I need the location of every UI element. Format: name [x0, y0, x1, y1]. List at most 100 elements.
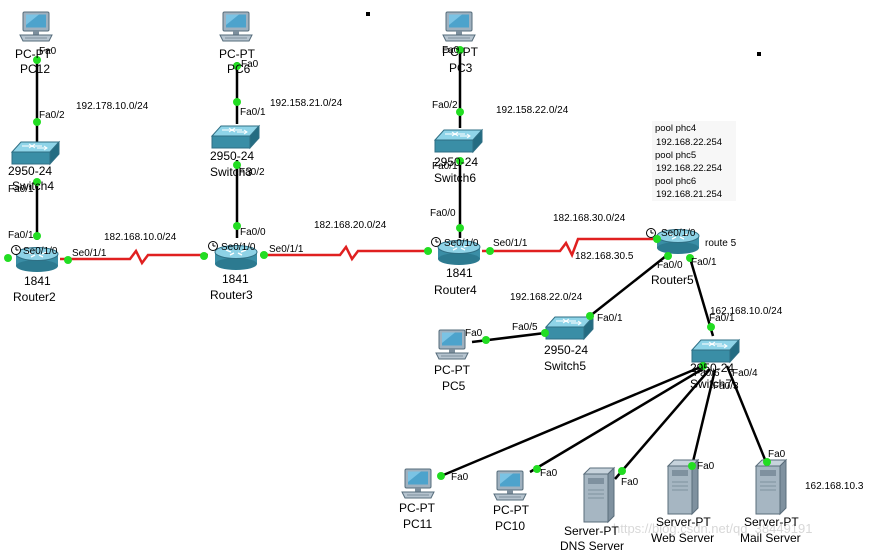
pc10-device[interactable]	[493, 470, 527, 501]
pc6-device[interactable]	[219, 11, 253, 42]
switch5-device[interactable]	[545, 316, 594, 340]
clock-icon	[208, 241, 218, 251]
mail-server-device[interactable]	[755, 459, 787, 515]
port-label: Se0/1/1	[493, 238, 528, 249]
pc12-name-label: PC12	[20, 62, 50, 76]
dns-name-label: DNS Server	[560, 539, 624, 550]
port-label: Fa0	[768, 449, 786, 460]
port-label: Fa0	[241, 59, 259, 70]
pc11-device[interactable]	[401, 468, 435, 499]
stray-dot	[757, 52, 761, 56]
port-dot	[686, 254, 694, 262]
pc5-device[interactable]	[435, 329, 469, 360]
switch3-device[interactable]	[211, 125, 260, 149]
port-label: Se0/1/1	[269, 244, 304, 255]
port-dot	[233, 161, 241, 169]
port-dot	[4, 254, 12, 262]
port-label: Fa0/6	[694, 368, 720, 379]
link-switch7-pc11[interactable]	[440, 364, 704, 478]
stray-dot	[366, 12, 370, 16]
port-dot	[653, 235, 661, 243]
port-label: Fa0/1	[8, 230, 34, 241]
clock-icon	[431, 237, 441, 247]
router3-model-label: 1841	[222, 272, 249, 286]
port-label: Se0/1/1	[72, 248, 107, 259]
device-labels: PC-PT PC12 PC-PT PC6 PC-PT PC3 2950-24 S…	[8, 45, 801, 550]
port-dot	[233, 222, 241, 230]
switch7-name-label: Switch7	[690, 377, 732, 391]
port-dot	[707, 323, 715, 331]
switch4-model-label: 2950-24	[8, 164, 52, 178]
router3-name-label: Router3	[210, 288, 253, 302]
switch7-device[interactable]	[691, 339, 740, 363]
link-switch7-web[interactable]	[689, 369, 717, 471]
port-label: Fa0/0	[430, 208, 456, 219]
port-dot	[33, 178, 41, 186]
port-dot	[437, 472, 445, 480]
port-dot	[33, 56, 41, 64]
link-router2-router3-serial[interactable]	[60, 248, 208, 266]
pool-note-line: 192.168.22.254	[656, 163, 722, 174]
link-switch7-mail[interactable]	[725, 365, 768, 463]
network-label: 182.168.30.0/24	[553, 213, 626, 224]
port-label: Fa0/3	[713, 381, 739, 392]
port-label: Fa0/2	[239, 167, 265, 178]
link-switch7-pc10[interactable]	[529, 365, 707, 474]
clock-icon	[11, 245, 21, 255]
link-router3-router4-serial[interactable]	[260, 244, 432, 262]
port-label: Fa0/2	[432, 100, 458, 111]
pc3-name-label: PC3	[449, 61, 473, 75]
pool-note-line: pool phc5	[655, 150, 696, 161]
switch3-name-label: Switch3	[210, 165, 252, 179]
port-dot	[763, 458, 771, 466]
mail-model-label: Server-PT	[744, 515, 799, 529]
pc6-model-label: PC-PT	[219, 47, 256, 61]
port-label: Fa0	[39, 46, 57, 57]
switch5-name-label: Switch5	[544, 359, 586, 373]
router5-name-label: Router5	[651, 273, 694, 287]
dhcp-pool-note: pool phc4 192.168.22.254 pool phc5 192.1…	[652, 121, 736, 201]
network-label: 182.168.10.0/24	[104, 232, 177, 243]
port-label: Fa0/0	[240, 227, 266, 238]
port-label: Fa0/4	[732, 368, 758, 379]
network-label: 192.178.10.0/24	[76, 101, 149, 112]
link-router5-switch7[interactable]	[688, 257, 715, 337]
port-dot	[482, 336, 490, 344]
switch4-device[interactable]	[11, 141, 60, 165]
pc3-device[interactable]	[442, 11, 476, 42]
network-label: 162.168.10.3	[805, 481, 864, 492]
port-label: Fa0	[540, 468, 558, 479]
port-dot	[233, 98, 241, 106]
link-router4-router5-serial[interactable]	[482, 237, 656, 259]
router2-model-label: 1841	[24, 274, 51, 288]
port-dot	[541, 329, 549, 337]
pool-note-line: 192.168.22.254	[656, 137, 722, 148]
port-dot	[456, 224, 464, 232]
port-label: Se0/1/0	[444, 238, 479, 249]
switch6-device[interactable]	[434, 129, 483, 153]
port-label: Fa0	[697, 461, 715, 472]
port-dot	[456, 108, 464, 116]
port-label: Fa0/1	[709, 313, 735, 324]
mail-name-label: Mail Server	[740, 531, 801, 545]
port-dot	[586, 312, 594, 320]
pc10-model-label: PC-PT	[493, 503, 530, 517]
router5-model-label: route 5	[705, 238, 737, 249]
port-dot	[618, 467, 626, 475]
pc12-device[interactable]	[19, 11, 53, 42]
link-router5-switch5[interactable]	[589, 255, 667, 317]
port-dot	[233, 62, 241, 70]
clock-icon	[646, 228, 656, 238]
port-dot	[33, 118, 41, 126]
port-labels: Fa0 Fa0/2 Fa0/1 Fa0/1 Se0/1/0 Se0/1/1 Fa…	[8, 45, 786, 488]
port-label: Fa0/1	[691, 257, 717, 268]
link-switch7-dns[interactable]	[614, 368, 711, 480]
port-dot	[260, 251, 268, 259]
network-label: 192.158.21.0/24	[270, 98, 343, 109]
port-dot	[486, 247, 494, 255]
network-label: 192.158.22.0/24	[496, 105, 569, 116]
dns-server-device[interactable]	[583, 467, 615, 523]
port-label: Fa0	[621, 477, 639, 488]
pc11-name-label: PC11	[403, 517, 432, 531]
